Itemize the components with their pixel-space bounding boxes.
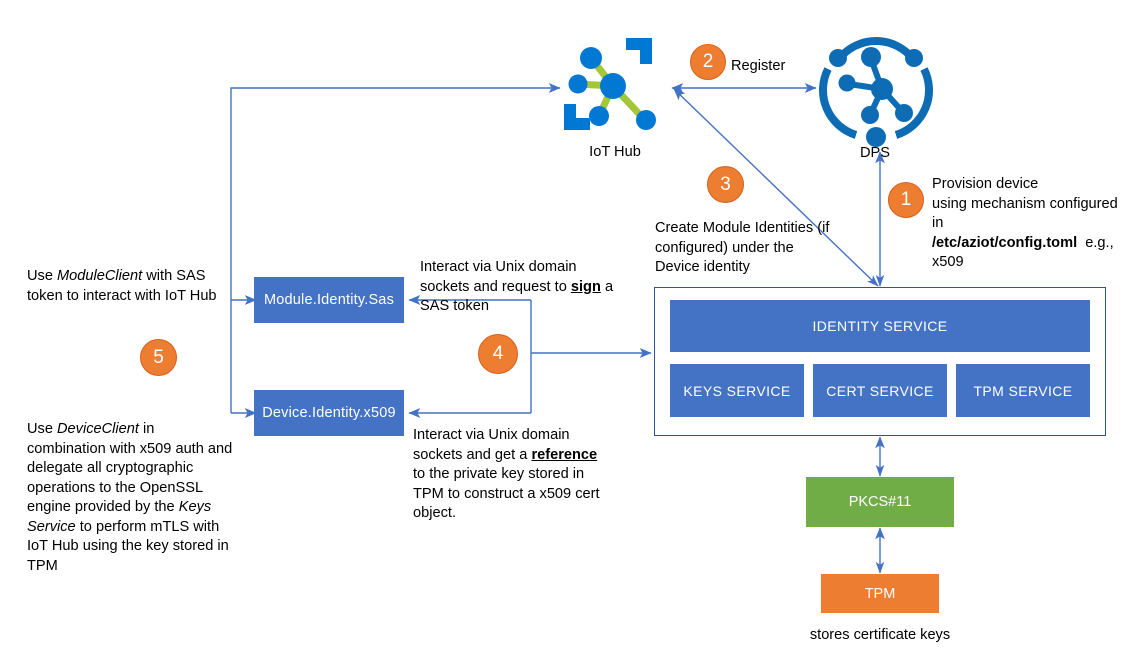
tpm-caption: stores certificate keys bbox=[809, 627, 951, 643]
annotation-device-client: Use DeviceClient in combination with x50… bbox=[27, 420, 237, 576]
annotation-device-client-p2: in combination with x509 auth and delega… bbox=[27, 421, 237, 515]
device-identity-box[interactable]: Device.Identity.x509 bbox=[254, 390, 404, 436]
annotation-module-client-pre: Use bbox=[27, 268, 58, 284]
register-label: Register bbox=[731, 58, 786, 74]
tpm-service-box[interactable]: TPM SERVICE bbox=[956, 364, 1090, 417]
annotation-step-1-line1: Provision device bbox=[932, 176, 1039, 192]
annotation-sign-note: Interact via Unix domain sockets and req… bbox=[420, 258, 615, 317]
iot-hub-icon bbox=[564, 38, 656, 130]
step-badge-5[interactable]: 5 bbox=[140, 339, 177, 376]
annotation-device-client-em2: Keys Service bbox=[27, 499, 216, 535]
annotation-reference-note-pre: Interact via Unix domain sockets and get… bbox=[413, 427, 574, 463]
step-badge-1[interactable]: 1 bbox=[888, 182, 924, 218]
dps-label: DPS bbox=[859, 145, 890, 161]
keys-service-box[interactable]: KEYS SERVICE bbox=[670, 364, 804, 417]
step-badge-2[interactable]: 2 bbox=[690, 44, 726, 80]
iot-hub-label: IoT Hub bbox=[589, 144, 641, 160]
annotation-step-1-line3-rest: e.g., x509 bbox=[932, 234, 1118, 271]
annotation-sign-note-pre: Interact via Unix domain sockets and req… bbox=[420, 259, 581, 295]
annotation-module-client-em: ModuleClient bbox=[57, 268, 143, 284]
annotation-step-3: Create Module Identities (if configured)… bbox=[655, 220, 834, 275]
cert-service-box[interactable]: CERT SERVICE bbox=[813, 364, 947, 417]
annotation-sign-note-em: sign bbox=[570, 278, 601, 295]
step-badge-4[interactable]: 4 bbox=[478, 334, 518, 374]
module-identity-box[interactable]: Module.Identity.Sas bbox=[254, 277, 404, 323]
annotation-reference-note-em: reference bbox=[531, 446, 598, 463]
annotation-sign-note-post: a SAS token bbox=[420, 278, 618, 315]
annotation-reference-note-post: to the private key stored in TPM to cons… bbox=[413, 446, 604, 521]
annotation-device-client-p1: Use bbox=[27, 421, 58, 437]
identity-service-box[interactable]: IDENTITY SERVICE bbox=[670, 300, 1090, 352]
annotation-device-client-p3: to perform mTLS with IoT Hub using the k… bbox=[27, 518, 233, 574]
annotation-step-1: Provision device using mechanism configur… bbox=[932, 175, 1132, 273]
annotation-module-client-post: with SAS token to interact with IoT Hub bbox=[27, 268, 217, 304]
step-badge-3[interactable]: 3 bbox=[707, 166, 744, 203]
annotation-step-1-path: /etc/aziot/config.toml bbox=[932, 234, 1078, 251]
dps-icon bbox=[818, 37, 934, 147]
annotation-step-1-line2: using mechanism configured in bbox=[932, 195, 1122, 232]
annotation-module-client: Use ModuleClient with SAS token to inter… bbox=[27, 267, 245, 306]
annotation-device-client-em1: DeviceClient bbox=[57, 421, 139, 437]
pkcs11-box[interactable]: PKCS#11 bbox=[806, 477, 954, 527]
tpm-box[interactable]: TPM bbox=[821, 574, 939, 613]
annotation-reference-note: Interact via Unix domain sockets and get… bbox=[413, 426, 613, 524]
